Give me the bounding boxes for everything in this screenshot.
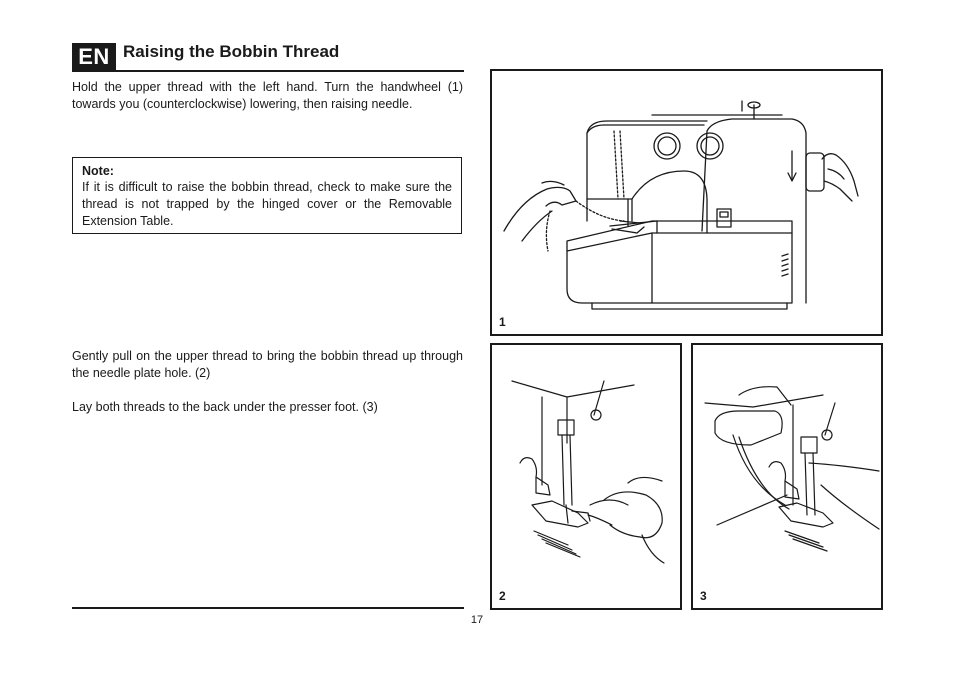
note-text: If it is difficult to raise the bobbin t… bbox=[82, 180, 452, 228]
language-badge: EN bbox=[72, 43, 116, 71]
intro-paragraph: Hold the upper thread with the left hand… bbox=[72, 80, 463, 111]
figure-3-label: 3 bbox=[700, 589, 707, 603]
sewing-machine-illustration bbox=[503, 100, 859, 310]
note-box: Note: If it is difficult to raise the bo… bbox=[72, 157, 462, 234]
figure-1-label: 1 bbox=[499, 315, 506, 329]
needle-pull-illustration bbox=[511, 380, 665, 564]
figure-2: 2 bbox=[490, 343, 682, 610]
title-divider bbox=[72, 70, 464, 72]
step2-paragraph: Gently pull on the upper thread to bring… bbox=[72, 349, 463, 380]
note-title: Note: bbox=[82, 164, 114, 178]
step3-paragraph: Lay both threads to the back under the p… bbox=[72, 400, 378, 414]
figure-2-label: 2 bbox=[499, 589, 506, 603]
bottom-divider bbox=[72, 607, 464, 609]
page-number: 17 bbox=[470, 614, 484, 626]
threads-back-illustration bbox=[704, 386, 880, 552]
section-title: Raising the Bobbin Thread bbox=[123, 42, 340, 61]
figure-3: 3 bbox=[691, 343, 883, 610]
figure-1: 1 bbox=[490, 69, 883, 336]
